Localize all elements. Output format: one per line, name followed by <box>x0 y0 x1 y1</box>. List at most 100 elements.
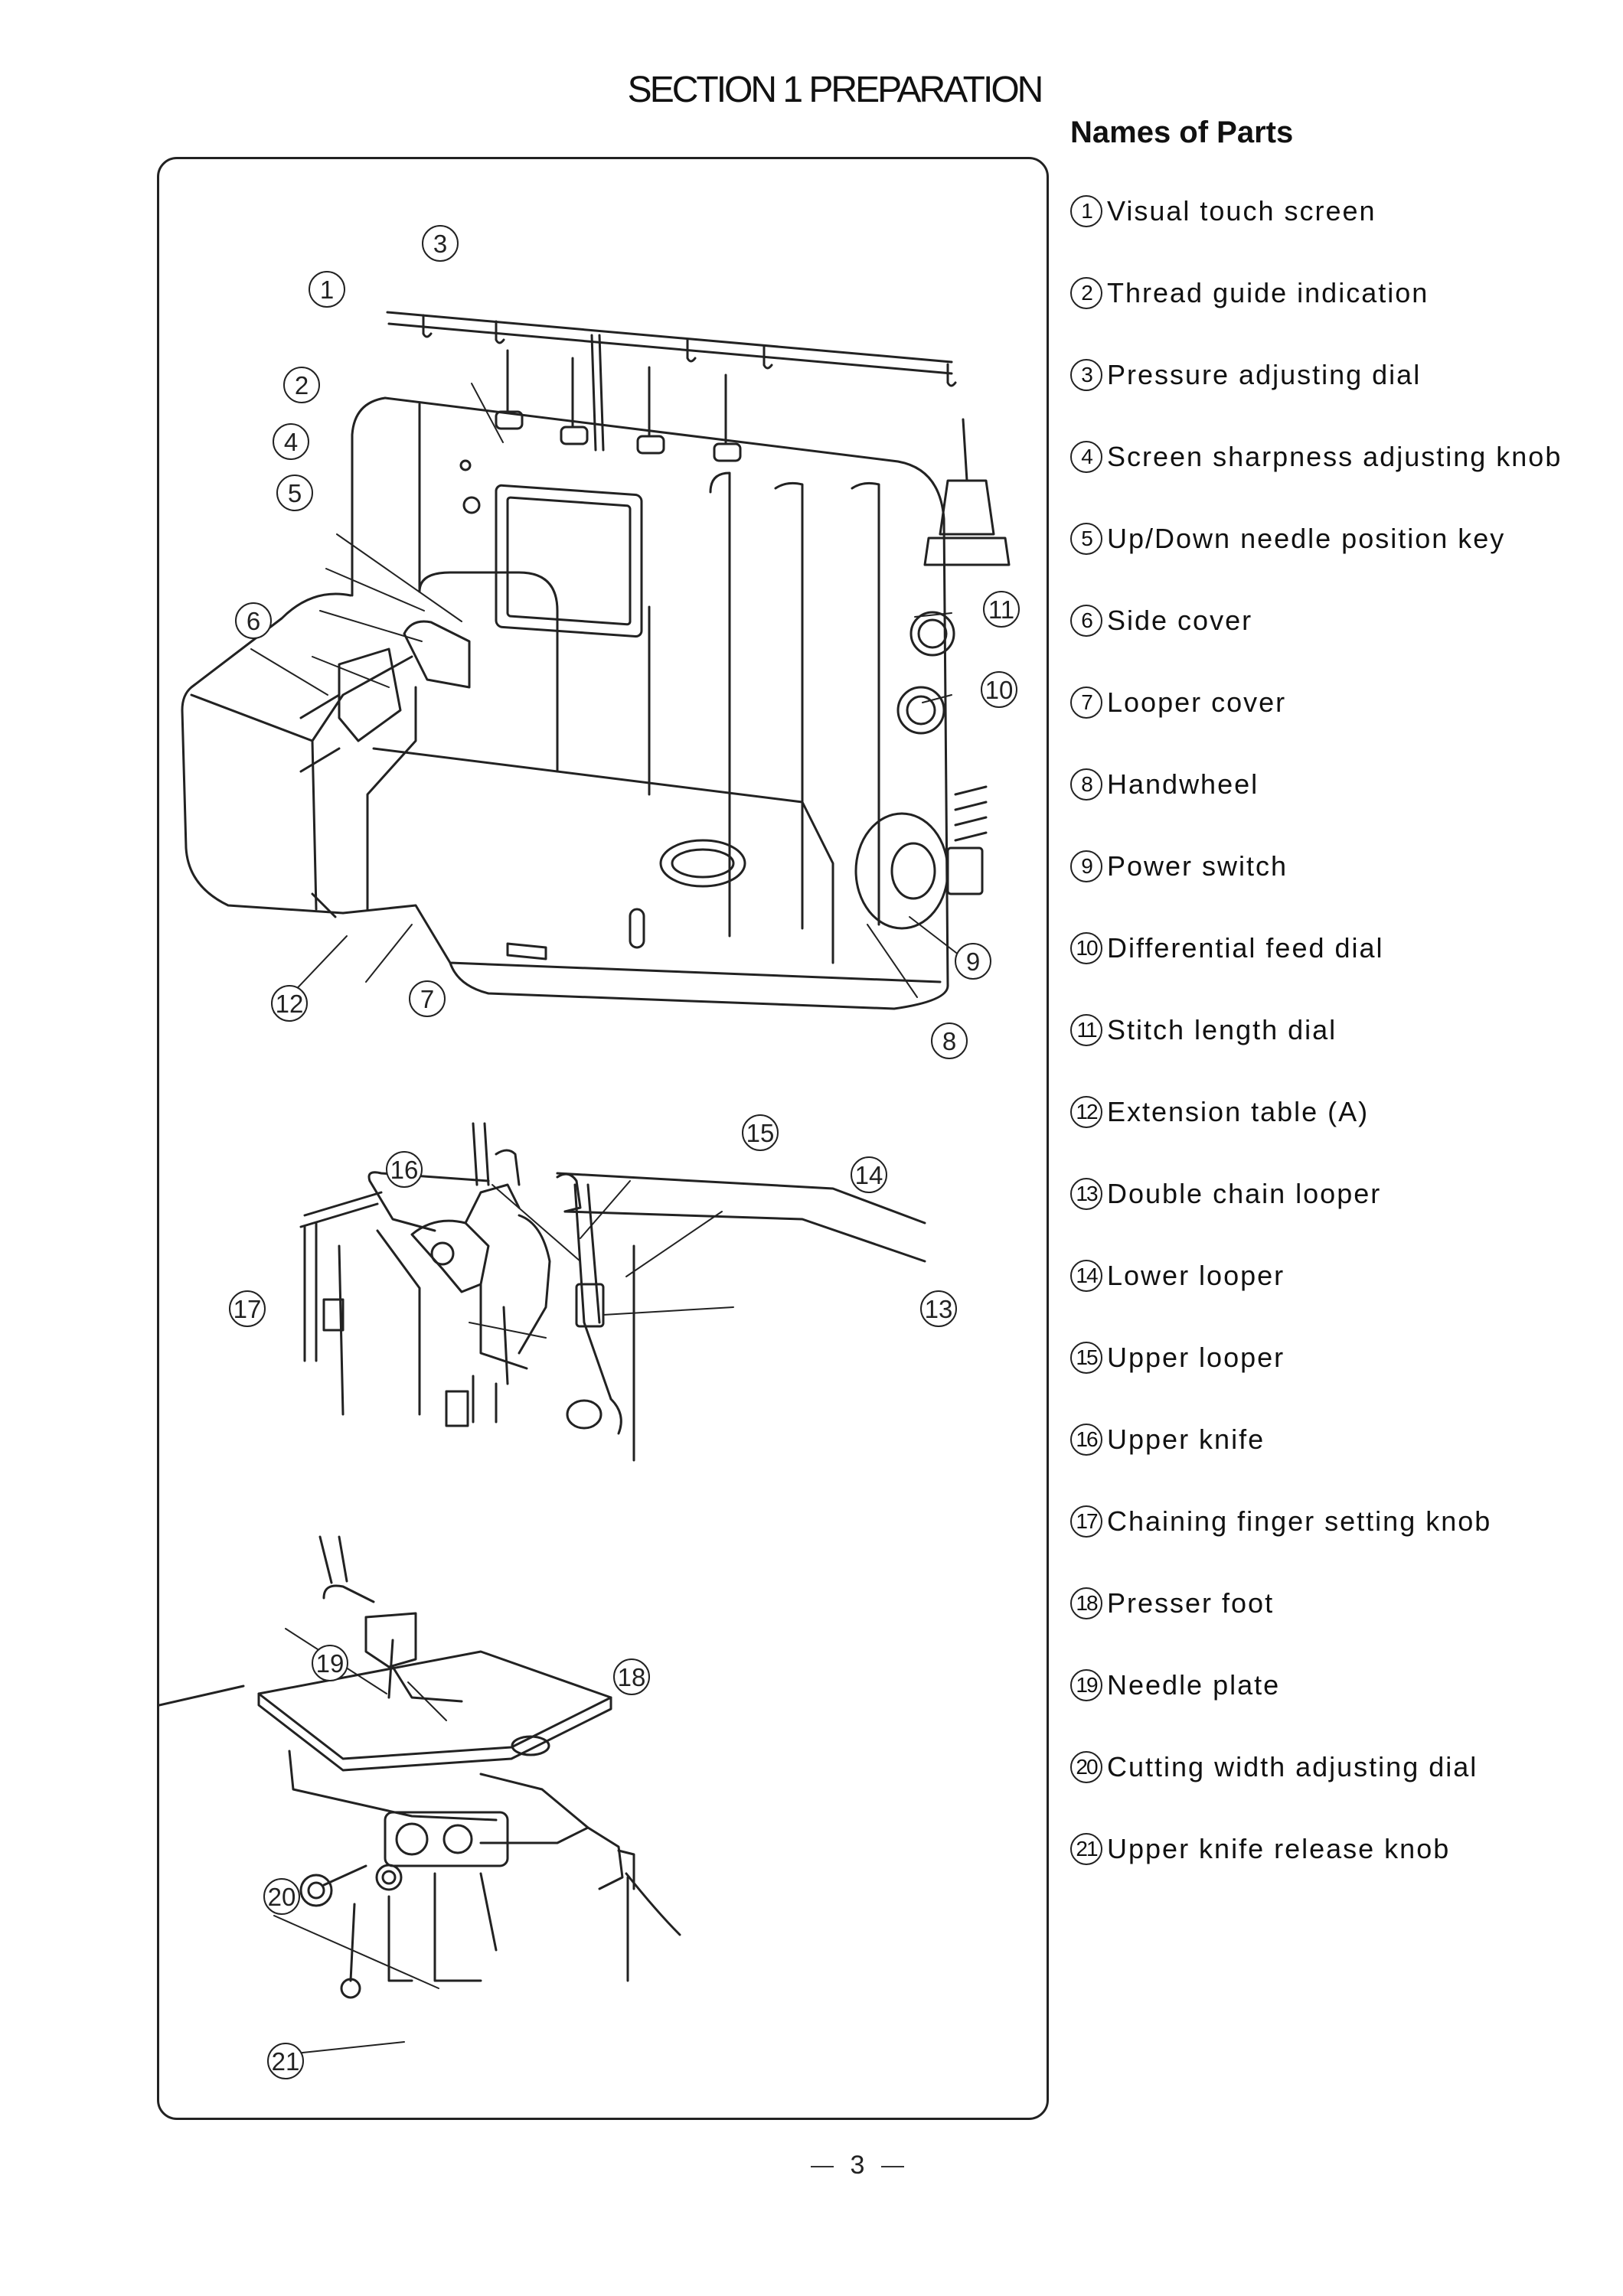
svg-text:7: 7 <box>420 985 434 1013</box>
callout-3: 3 <box>422 225 459 262</box>
needle-plate-drawing <box>159 1535 681 1999</box>
part-number: 7 <box>1070 687 1102 719</box>
svg-text:4: 4 <box>284 428 298 456</box>
part-name: Double chain looper <box>1107 1178 1382 1209</box>
part-name: Screen sharpness adjusting knob <box>1107 441 1563 472</box>
part-number: 14 <box>1070 1260 1102 1292</box>
part-name: Visual touch screen <box>1107 195 1376 227</box>
part-name: Up/Down needle position key <box>1107 523 1506 554</box>
part-number: 16 <box>1070 1424 1102 1456</box>
svg-text:5: 5 <box>288 479 302 507</box>
part-number: 17 <box>1070 1505 1102 1538</box>
svg-text:12: 12 <box>276 990 304 1018</box>
page-title: SECTION 1 PREPARATION <box>627 70 1044 111</box>
parts-heading: Names of Parts <box>1070 116 1294 149</box>
part-name: Power switch <box>1107 850 1288 882</box>
callout-9: 9 <box>955 943 991 980</box>
callout-21: 21 <box>267 2043 304 2079</box>
part-name: Extension table (A) <box>1107 1096 1370 1127</box>
part-name: Upper knife <box>1107 1424 1265 1455</box>
part-name: Chaining finger setting knob <box>1107 1505 1492 1537</box>
page-number-text: 3 <box>850 2151 865 2180</box>
svg-text:20: 20 <box>268 1883 296 1911</box>
figure-callouts: 1 2 3 4 5 6 7 8 9 10 11 12 13 14 15 16 1… <box>229 225 1020 2079</box>
part-name: Lower looper <box>1107 1260 1285 1291</box>
svg-text:14: 14 <box>855 1161 883 1189</box>
svg-text:3: 3 <box>433 230 447 258</box>
callout-4: 4 <box>273 423 309 460</box>
svg-text:15: 15 <box>746 1119 775 1147</box>
callout-8: 8 <box>931 1022 968 1059</box>
part-name: Upper knife release knob <box>1107 1833 1451 1864</box>
callout-7: 7 <box>409 980 446 1017</box>
part-name: Handwheel <box>1107 768 1259 800</box>
part-name: Upper looper <box>1107 1342 1285 1373</box>
part-number: 11 <box>1070 1014 1102 1046</box>
callout-17: 17 <box>229 1290 266 1327</box>
part-name: Looper cover <box>1107 687 1287 718</box>
part-name: Pressure adjusting dial <box>1107 359 1422 390</box>
svg-text:13: 13 <box>925 1295 953 1323</box>
part-number: 5 <box>1070 523 1102 555</box>
callout-19: 19 <box>312 1645 348 1681</box>
callout-2: 2 <box>283 367 320 403</box>
part-number: 12 <box>1070 1096 1102 1128</box>
svg-text:19: 19 <box>316 1649 345 1678</box>
part-number: 18 <box>1070 1587 1102 1619</box>
svg-text:21: 21 <box>272 2047 300 2076</box>
callout-6: 6 <box>235 602 272 639</box>
part-number: 10 <box>1070 932 1102 964</box>
callout-10: 10 <box>981 671 1017 708</box>
svg-text:2: 2 <box>295 371 309 400</box>
part-name: Stitch length dial <box>1107 1014 1337 1045</box>
callout-13: 13 <box>920 1290 957 1327</box>
page-number: 3 <box>789 2151 926 2180</box>
looper-area-drawing <box>299 1122 926 1462</box>
part-name: Side cover <box>1107 605 1253 636</box>
callout-14: 14 <box>851 1156 887 1193</box>
callout-5: 5 <box>276 475 313 511</box>
dash-decoration <box>810 2166 834 2168</box>
part-number: 2 <box>1070 277 1102 309</box>
part-number: 19 <box>1070 1669 1102 1701</box>
part-number: 20 <box>1070 1751 1102 1783</box>
parts-diagram: 1 2 3 4 5 6 7 8 9 10 11 12 13 14 15 16 1… <box>159 225 1020 2079</box>
callout-1: 1 <box>309 271 345 308</box>
callout-16: 16 <box>386 1151 423 1188</box>
svg-text:1: 1 <box>320 276 334 304</box>
callout-15: 15 <box>742 1114 779 1151</box>
part-number: 21 <box>1070 1833 1102 1865</box>
svg-text:6: 6 <box>247 607 260 635</box>
svg-text:9: 9 <box>966 947 980 976</box>
part-number: 15 <box>1070 1342 1102 1374</box>
svg-text:11: 11 <box>988 595 1014 624</box>
part-name: Cutting width adjusting dial <box>1107 1751 1478 1782</box>
dash-decoration <box>881 2166 905 2168</box>
part-number: 4 <box>1070 441 1102 473</box>
part-number: 13 <box>1070 1178 1102 1210</box>
svg-text:10: 10 <box>985 676 1014 704</box>
part-name: Presser foot <box>1107 1587 1275 1619</box>
part-number: 6 <box>1070 605 1102 637</box>
part-number: 8 <box>1070 768 1102 801</box>
overlock-machine-drawing <box>181 311 1011 1010</box>
